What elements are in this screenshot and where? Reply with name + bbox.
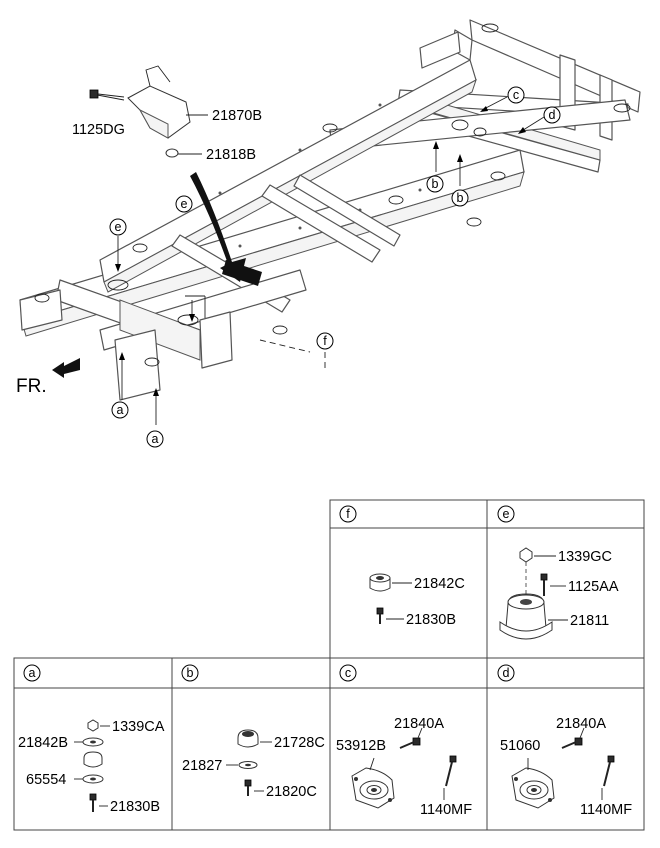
- part-21840a-d: 21840A: [556, 716, 606, 732]
- bolt-21840a-d-icon: [574, 737, 583, 746]
- cell-f-parts: [369, 573, 412, 624]
- svg-text:c: c: [513, 88, 519, 102]
- part-21840a-c: 21840A: [394, 716, 444, 732]
- bolt-1140mf-d-icon: [607, 755, 615, 763]
- bolt-21830b-a-icon: [89, 793, 97, 801]
- cell-c-parts: [351, 727, 457, 809]
- cell-b-parts: [226, 729, 272, 796]
- part-53912b: 53912B: [336, 738, 386, 754]
- callout-a-bottom: a: [146, 430, 164, 448]
- cell-d-parts: [511, 727, 615, 809]
- part-21830b-f: 21830B: [406, 612, 456, 628]
- cell-e-parts: [499, 547, 568, 640]
- bolt-1125aa-icon: [540, 573, 548, 581]
- part-21830b-a: 21830B: [110, 799, 160, 815]
- part-21811: 21811: [570, 613, 609, 629]
- svg-text:f: f: [323, 334, 327, 348]
- callout-b-right: b: [451, 189, 469, 207]
- cell-a-parts: [74, 719, 110, 812]
- table-header-d: d: [497, 664, 515, 682]
- part-1125aa: 1125AA: [568, 579, 619, 595]
- callout-b-left: b: [426, 175, 444, 193]
- bolt-21830b-icon: [376, 607, 384, 615]
- svg-text:f: f: [346, 507, 350, 521]
- nut-21818b-icon: [165, 148, 179, 158]
- callout-d: d: [543, 106, 561, 124]
- bolt-1140mf-c-icon: [449, 755, 457, 763]
- part-21728c: 21728C: [274, 735, 325, 751]
- table-header-a: a: [23, 664, 41, 682]
- bolt-21840a-c-icon: [412, 737, 421, 746]
- part-65554: 65554: [26, 772, 66, 788]
- svg-text:e: e: [115, 220, 122, 234]
- bolt-1125dg-icon: [89, 89, 99, 99]
- nut-1339gc-icon: [519, 547, 533, 563]
- label-21870b: 21870B: [212, 108, 262, 124]
- callout-a-left: a: [111, 401, 129, 419]
- callout-e-left: e: [109, 218, 127, 236]
- svg-text:b: b: [432, 177, 439, 191]
- table-header-f: f: [339, 505, 357, 523]
- label-1125dg: 1125DG: [72, 122, 125, 138]
- table-header-c: c: [339, 664, 357, 682]
- svg-text:b: b: [457, 191, 464, 205]
- table-header-e: e: [497, 505, 515, 523]
- chassis-frame: [19, 19, 641, 401]
- part-1339ca: 1339CA: [112, 719, 165, 735]
- front-marker: FR.: [16, 376, 47, 397]
- part-21842b: 21842B: [18, 735, 68, 751]
- bushing-65554-icon: [83, 751, 103, 768]
- callout-e-top: e: [175, 195, 193, 213]
- front-direction-arrow-icon: [52, 358, 80, 378]
- callout-f: f: [316, 332, 334, 350]
- svg-text:a: a: [152, 432, 159, 446]
- svg-text:a: a: [117, 403, 124, 417]
- table-header-b: b: [181, 664, 199, 682]
- part-21827: 21827: [182, 758, 222, 774]
- svg-text:e: e: [181, 197, 188, 211]
- part-1339gc: 1339GC: [558, 549, 612, 565]
- svg-text:b: b: [187, 666, 194, 680]
- svg-text:d: d: [503, 666, 510, 680]
- transmission-bracket-assembly: [89, 65, 208, 158]
- nut-1339ca-icon: [87, 719, 99, 732]
- svg-text:d: d: [549, 108, 556, 122]
- part-21820c: 21820C: [266, 784, 317, 800]
- part-1140mf-d: 1140MF: [580, 802, 632, 818]
- svg-text:a: a: [29, 666, 36, 680]
- part-1140mf-c: 1140MF: [420, 802, 472, 818]
- callout-leaders: [115, 96, 545, 425]
- frame-rear-right-rail: [469, 19, 641, 113]
- svg-text:c: c: [345, 666, 351, 680]
- part-51060: 51060: [500, 738, 540, 754]
- part-21842c: 21842C: [414, 576, 465, 592]
- bracket-location-arrow: [190, 172, 246, 282]
- bolt-21820c-icon: [244, 779, 252, 787]
- label-21818b: 21818B: [206, 147, 256, 163]
- parts-table: [13, 499, 645, 831]
- svg-text:e: e: [503, 507, 510, 521]
- callout-c: c: [507, 86, 525, 104]
